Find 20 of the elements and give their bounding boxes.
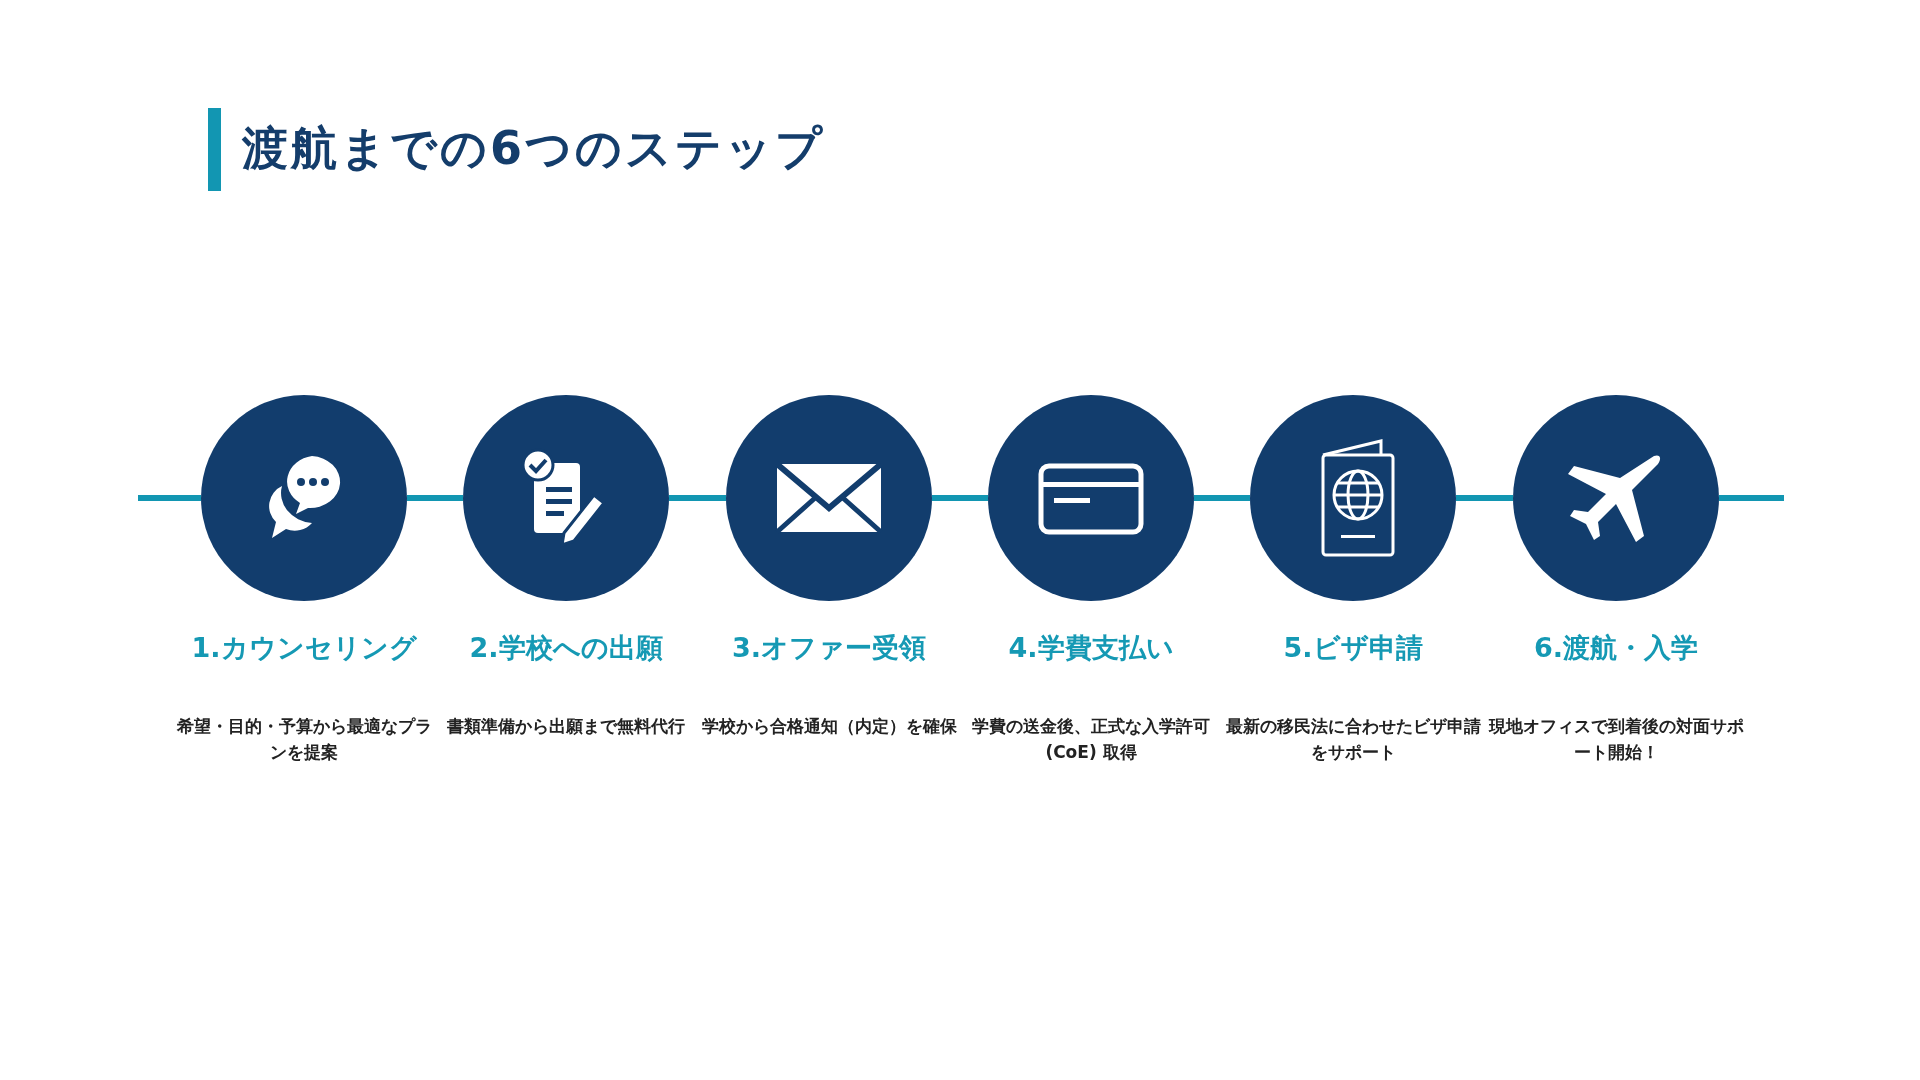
step-description: 学校から合格通知（内定）を確保 bbox=[700, 715, 958, 738]
step-heading: 2.学校への出願 bbox=[468, 631, 664, 665]
timeline-line bbox=[138, 495, 201, 501]
step-description: 書類準備から出願まで無料代行 bbox=[446, 715, 686, 738]
timeline-line bbox=[669, 495, 726, 501]
step-heading: 3.オファー受領 bbox=[730, 631, 927, 665]
step-description: 現地オフィスで到着後の対面サポート開始！ bbox=[1487, 715, 1745, 764]
timeline-line bbox=[407, 495, 463, 501]
timeline-line bbox=[932, 495, 988, 501]
step-description: 学費の送金後、正式な入学許可(CoE) 取得 bbox=[971, 715, 1211, 764]
step-heading: 1.カウンセリング bbox=[190, 631, 418, 665]
step-heading: 4.学費支払い bbox=[1007, 631, 1175, 665]
step-heading: 6.渡航・入学 bbox=[1532, 631, 1699, 665]
step-heading: 5.ビザ申請 bbox=[1282, 631, 1424, 665]
title: 渡航までの6つのステップ bbox=[242, 120, 825, 177]
step-description: 最新の移民法に合わせたビザ申請をサポート bbox=[1224, 715, 1482, 764]
step-description: 希望・目的・予算から最適なプランを提案 bbox=[175, 715, 433, 764]
timeline-line bbox=[1456, 495, 1513, 501]
timeline-line bbox=[1194, 495, 1250, 501]
timeline-line bbox=[1719, 495, 1784, 501]
